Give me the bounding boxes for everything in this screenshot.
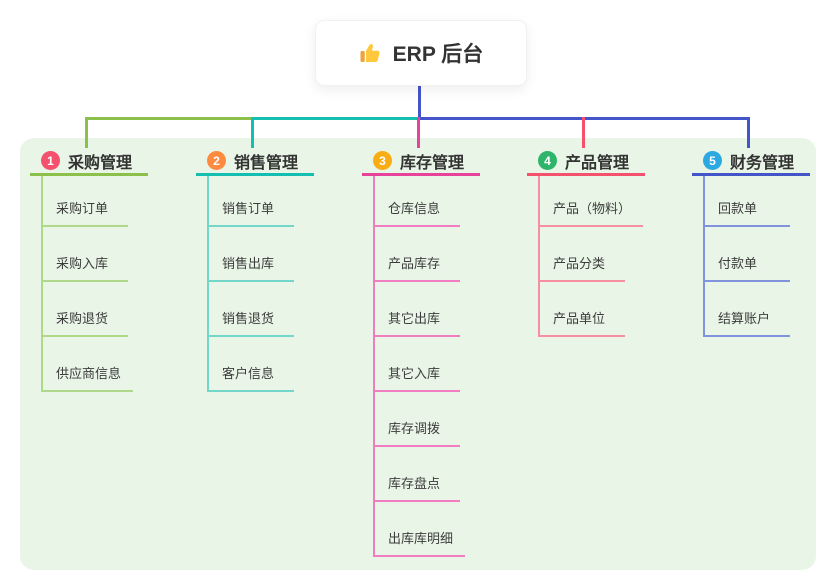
mindmap-node[interactable]: 产品（物料） [540,176,644,227]
mindmap-node[interactable]: 结算账户 [705,282,790,337]
branch-column-2: 2 销售管理销售订单销售出库销售退货客户信息 [196,148,366,392]
node-label: 销售出库 [222,256,275,271]
node-label: 采购退货 [56,311,109,326]
branch-column-5: 5 财务管理回款单付款单结算账户 [692,148,839,337]
node-label: 产品分类 [553,256,606,271]
mindmap-node[interactable]: 库存盘点 [375,447,460,502]
branch-number-badge: 3 [373,151,392,170]
branch-number-badge: 5 [703,151,722,170]
branch-header[interactable]: 5 财务管理 [692,148,810,176]
branch-header[interactable]: 2 销售管理 [196,148,314,176]
node-label: 回款单 [718,201,758,216]
mindmap-node[interactable]: 采购入库 [43,227,128,282]
branch-header[interactable]: 1 采购管理 [30,148,148,176]
connector-drop [582,117,585,148]
branch-number-badge: 4 [538,151,557,170]
connector-drop [747,117,750,148]
branch-children: 产品（物料） 产品分类产品单位 [538,176,697,337]
mindmap-node[interactable]: 回款单 [705,176,790,227]
branch-children: 回款单付款单结算账户 [703,176,839,337]
branch-title: 采购管理 [68,154,133,172]
node-label: 产品（物料） [553,201,632,216]
branch-column-1: 1 采购管理采购订单采购入库采购退货供应商信息 [30,148,200,392]
node-label: 采购订单 [56,201,109,216]
connector-segment [85,117,252,120]
branch-title: 销售管理 [234,154,299,172]
root-title: ERP 后台 [392,43,484,66]
branch-column-4: 4 产品管理产品（物料） 产品分类产品单位 [527,148,697,337]
connector-drop [251,117,254,148]
node-label: 出库库明细 [388,531,454,546]
mindmap-node[interactable]: 仓库信息 [375,176,460,227]
node-label: 付款单 [718,256,758,271]
node-label: 库存盘点 [388,476,441,491]
mindmap-node[interactable]: 销售退货 [209,282,294,337]
mindmap-node[interactable]: 出库库明细 [375,502,466,557]
branch-number-badge: 1 [41,151,60,170]
branch-children: 采购订单采购入库采购退货供应商信息 [41,176,200,392]
mindmap-node[interactable]: 产品单位 [540,282,625,337]
branch-column-3: 3 库存管理仓库信息产品库存其它出库其它入库库存调拨库存盘点出库库明细 [362,148,532,557]
mindmap-node[interactable]: 产品分类 [540,227,625,282]
branch-header[interactable]: 3 库存管理 [362,148,480,176]
mindmap-node[interactable]: 其它入库 [375,337,460,392]
mindmap-node[interactable]: 库存调拨 [375,392,460,447]
branch-children: 仓库信息产品库存其它出库其它入库库存调拨库存盘点出库库明细 [373,176,532,557]
mindmap-node[interactable]: 销售出库 [209,227,294,282]
node-label: 采购入库 [56,256,109,271]
thumbs-up-icon [359,41,383,65]
mindmap-node[interactable]: 采购退货 [43,282,128,337]
branch-title: 财务管理 [730,154,795,172]
node-label: 客户信息 [222,366,275,381]
mindmap-node[interactable]: 其它出库 [375,282,460,337]
mindmap-node[interactable]: 销售订单 [209,176,294,227]
root-node[interactable]: ERP 后台 [315,20,527,86]
node-label: 其它出库 [388,311,441,326]
node-label: 供应商信息 [56,366,122,381]
mindmap-panel [20,138,816,570]
mindmap-node[interactable]: 采购订单 [43,176,128,227]
node-label: 仓库信息 [388,201,441,216]
node-label: 销售退货 [222,311,275,326]
connector-drop [417,117,420,148]
mindmap-node[interactable]: 产品库存 [375,227,460,282]
branch-title: 产品管理 [565,154,630,172]
branch-header[interactable]: 4 产品管理 [527,148,645,176]
node-label: 其它入库 [388,366,441,381]
connector-segment [252,117,419,120]
node-label: 结算账户 [718,311,771,326]
root-connector-line [418,84,421,120]
branch-children: 销售订单销售出库销售退货客户信息 [207,176,366,392]
node-label: 产品库存 [388,256,441,271]
node-label: 库存调拨 [388,421,441,436]
mindmap-node[interactable]: 供应商信息 [43,337,134,392]
connector-drop [85,117,88,148]
mindmap-node[interactable]: 客户信息 [209,337,294,392]
branch-number-badge: 2 [207,151,226,170]
node-label: 销售订单 [222,201,275,216]
mindmap-node[interactable]: 付款单 [705,227,790,282]
branch-title: 库存管理 [400,154,465,172]
node-label: 产品单位 [553,311,606,326]
